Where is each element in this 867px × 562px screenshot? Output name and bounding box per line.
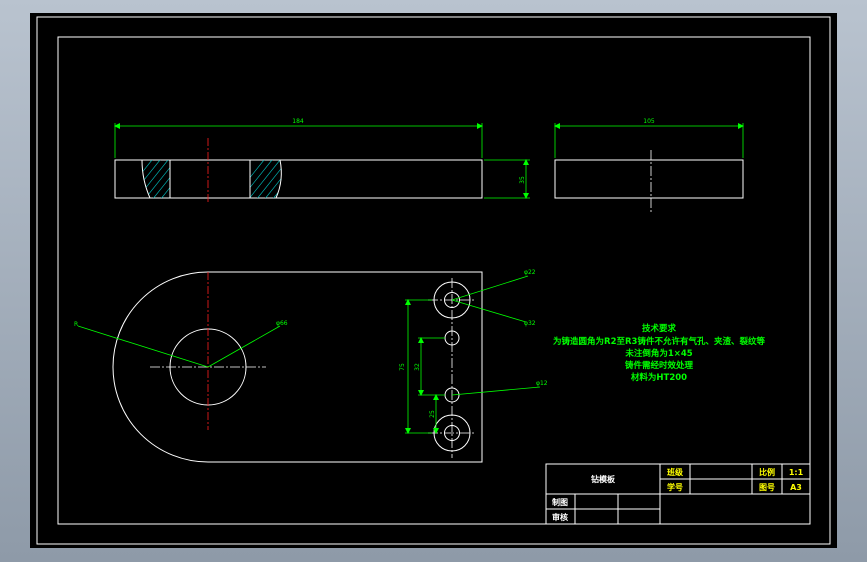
- class-label: 班级: [667, 467, 684, 477]
- inner-frame: [57, 36, 811, 525]
- tech-line-3: 铸件需经时效处理: [625, 360, 694, 371]
- hatch-right: [250, 160, 282, 198]
- student-id-label: 学号: [667, 482, 683, 492]
- front-view: 184 35: [114, 118, 530, 204]
- hatch-left: [142, 160, 170, 198]
- review-label: 审核: [552, 512, 568, 522]
- tech-requirements: 技术要求 为铸造圆角为R2至R3铸件不允许有气孔、夹渣、裂纹等 未注倒角为1×4…: [553, 323, 765, 383]
- dim-pitch-a: 32: [414, 363, 421, 371]
- label-hole-large: φ22: [524, 269, 536, 276]
- dim-length: 184: [292, 118, 304, 125]
- drawn-label: 制图: [552, 497, 568, 507]
- label-bore: φ66: [276, 320, 288, 327]
- label-radius: R: [74, 321, 78, 328]
- top-view: R φ66 φ22 φ32 φ12 75 32 25: [74, 269, 548, 463]
- scale-label: 比例: [759, 467, 775, 477]
- tech-heading: 技术要求: [642, 323, 677, 334]
- side-view: 105: [554, 118, 744, 214]
- title-block: 钻模板 班级 学号 比例 1:1 图号 A3 制图 审核: [545, 463, 811, 525]
- tech-line-4: 材料为HT200: [630, 372, 687, 383]
- dim-pitch-total: 75: [399, 363, 406, 371]
- label-hole-small: φ12: [536, 380, 548, 387]
- dim-thickness: 35: [519, 176, 526, 184]
- dim-pitch-b: 25: [429, 410, 436, 418]
- sheet-label: 图号: [759, 483, 775, 492]
- part-name: 钻模板: [591, 474, 616, 484]
- label-counterbore: φ32: [524, 320, 536, 327]
- outer-frame: [36, 16, 831, 545]
- sheet-value: A3: [790, 483, 802, 492]
- dim-width: 105: [643, 118, 655, 125]
- scale-value: 1:1: [789, 468, 804, 477]
- tech-line-2: 未注倒角为1×45: [624, 348, 692, 359]
- drawing-canvas: 184 35 105 R φ66 φ: [30, 13, 837, 548]
- cad-drawing: 184 35 105 R φ66 φ: [36, 16, 831, 545]
- tech-line-1: 为铸造圆角为R2至R3铸件不允许有气孔、夹渣、裂纹等: [553, 336, 765, 347]
